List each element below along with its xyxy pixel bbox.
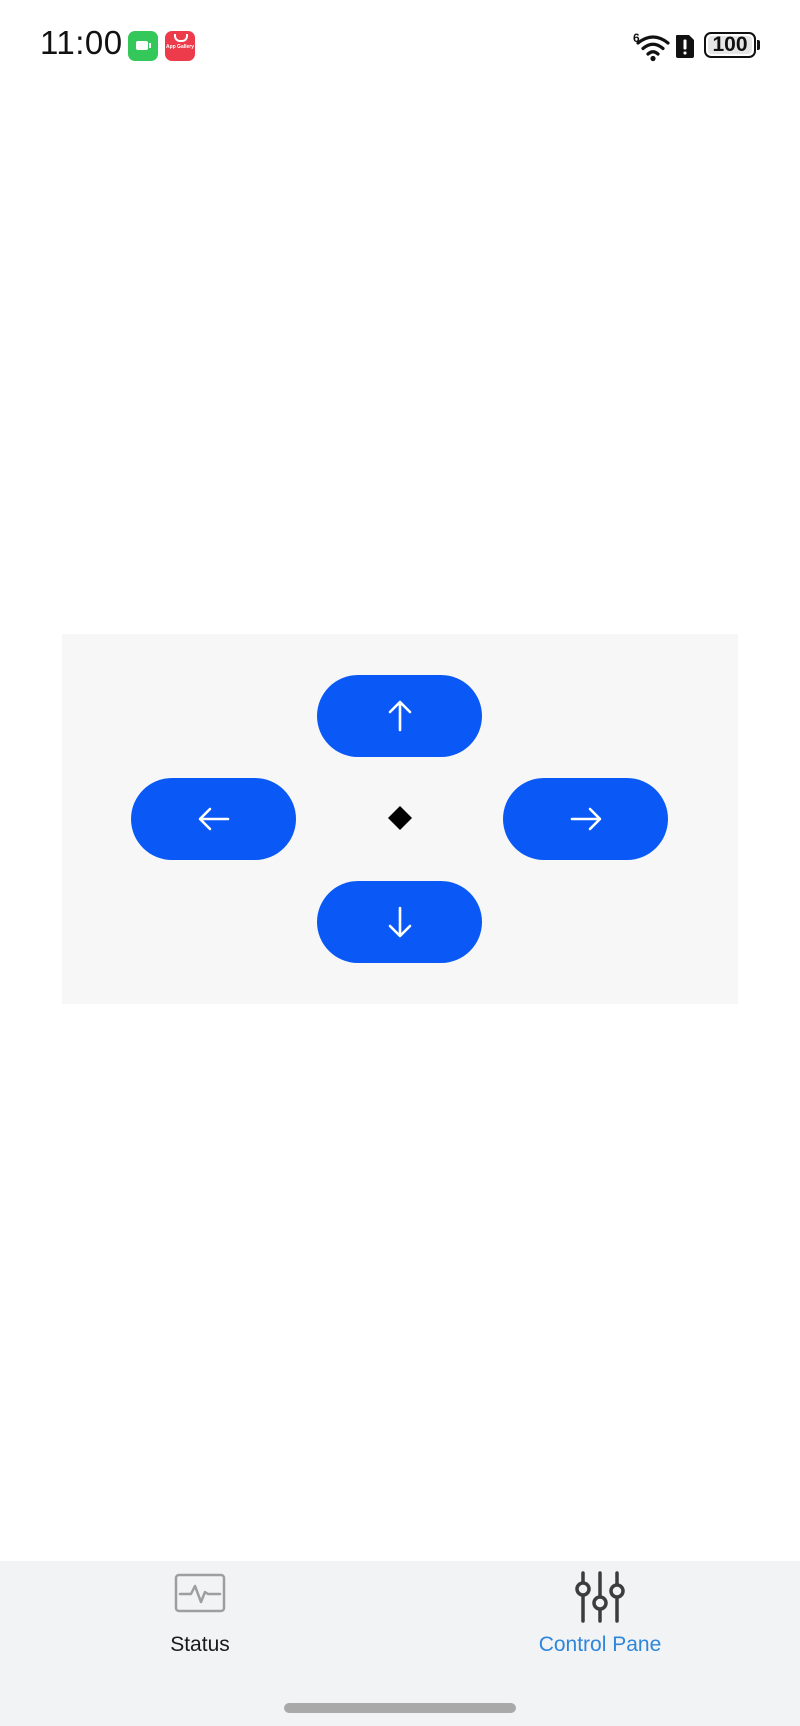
status-time: 11:00 [40,24,123,61]
sim-alert-icon [676,35,694,58]
battery-nub [757,40,760,50]
left-button[interactable] [131,778,296,860]
tab-status[interactable]: Status [0,1561,400,1671]
appgallery-icon: App Gallery [165,31,195,61]
right-button[interactable] [503,778,668,860]
tab-status-label: Status [170,1633,230,1656]
arrow-right-icon [570,807,601,831]
tab-control-pane[interactable]: Control Pane [400,1561,800,1671]
center-diamond-icon [388,806,412,830]
wifi-icon: 6 [633,31,670,62]
home-indicator[interactable] [284,1703,516,1713]
bottom-navigation: Status Control Pane [0,1561,800,1726]
arrow-down-icon [388,906,411,938]
heartbeat-monitor-icon [174,1573,226,1613]
battery-level: 100 [712,33,748,56]
control-pad-panel [62,634,738,1004]
appgallery-label: App Gallery [165,44,195,50]
up-button[interactable] [317,675,482,757]
status-bar: 11:00 App Gallery 6 100 [0,0,800,92]
network-generation-label: 6 [633,31,640,45]
tab-control-pane-label: Control Pane [538,1633,662,1656]
battery-icon: 100 [704,32,756,58]
sliders-icon [575,1571,625,1623]
down-button[interactable] [317,881,482,963]
arrow-left-icon [198,807,229,831]
battery-app-icon [128,31,158,61]
arrow-up-icon [388,700,411,732]
